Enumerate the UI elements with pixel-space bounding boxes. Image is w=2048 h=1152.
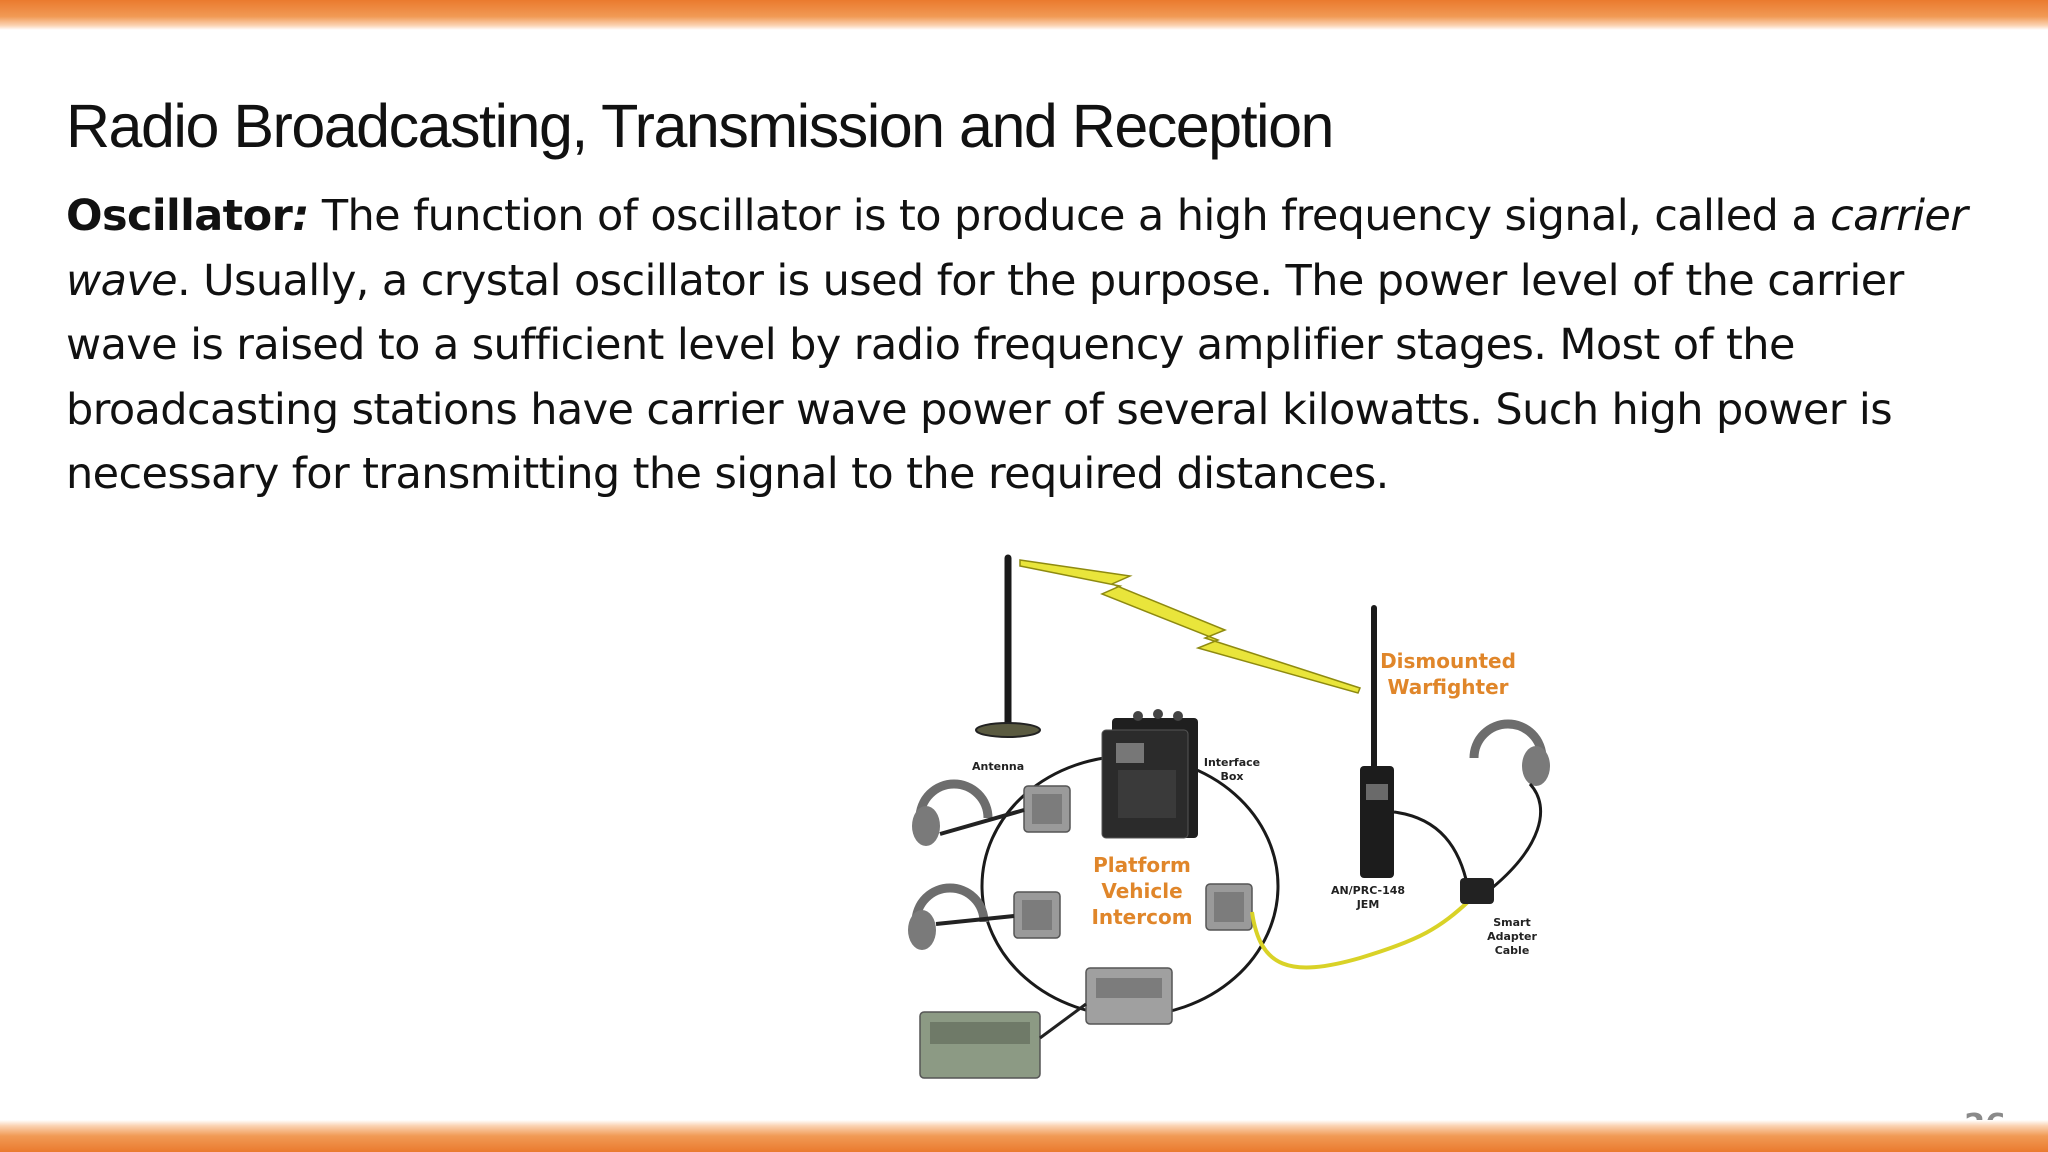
platform-label-line3: Intercom: [1091, 905, 1192, 929]
body-text-part-2: . Usually, a crystal oscillator is used …: [66, 255, 1904, 500]
interface-box-label-line2: Box: [1220, 770, 1243, 783]
cable-label-line1: Smart: [1493, 916, 1531, 929]
dismounted-label-line1: Dismounted: [1380, 649, 1516, 673]
term-carrier-wave: carrier wave: [66, 191, 1968, 306]
cable-label-line3: Cable: [1495, 944, 1530, 957]
headset-cable: [1491, 782, 1543, 890]
body-text-part-1: The function of oscillator is to produce…: [308, 191, 1831, 241]
interface-box-radio: [1101, 709, 1198, 839]
junction-box-top-left: [1023, 785, 1071, 833]
adapter-connector: [1460, 878, 1494, 904]
interface-box-label-line1: Interface: [1204, 756, 1260, 769]
platform-label-line1: Platform: [1093, 853, 1191, 877]
vehicle-antenna: [975, 554, 1041, 738]
vehicle-radio-unit: [919, 1002, 1087, 1079]
term-colon: :: [292, 191, 309, 241]
junction-box-right: [1205, 883, 1253, 931]
headset-icon: [912, 779, 1025, 846]
headset-icon: [908, 883, 1015, 950]
cable-label-line2: Adapter: [1487, 930, 1537, 943]
platform-label-line2: Vehicle: [1101, 879, 1182, 903]
bottom-accent-bar: [0, 1120, 2048, 1152]
headset-icon: [1469, 719, 1550, 786]
intercom-system-diagram: Antenna Interface Box: [908, 554, 1550, 1079]
junction-box-left: [1013, 891, 1061, 939]
slide-body-paragraph: Oscillator: The function of oscillator i…: [66, 184, 1996, 507]
radio-cable: [1393, 810, 1470, 889]
term-oscillator: Oscillator: [66, 191, 293, 241]
antenna-label: Antenna: [972, 760, 1024, 773]
slide-title: Radio Broadcasting, Transmission and Rec…: [66, 92, 1334, 160]
junction-box-bottom: [1085, 967, 1173, 1025]
lightning-bolt-icon: [1019, 559, 1361, 694]
radio-label-line1: AN/PRC-148: [1331, 884, 1405, 897]
top-accent-bar: [0, 0, 2048, 30]
handheld-radio: [1360, 605, 1394, 878]
smart-adapter-cable: [1250, 898, 1472, 970]
dismounted-label-line2: Warfighter: [1387, 675, 1508, 699]
radio-label-line2: JEM: [1356, 898, 1380, 911]
